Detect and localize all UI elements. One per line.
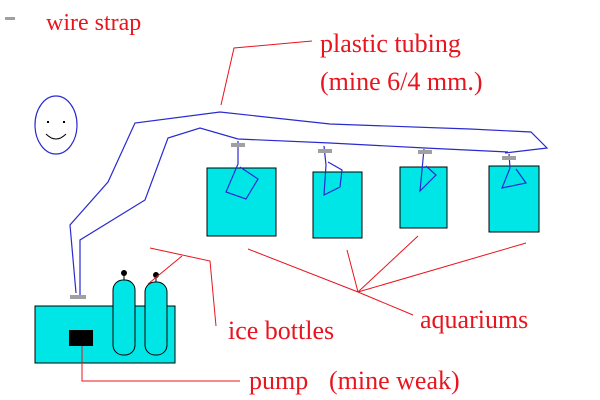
plastic-tubing-label: plastic tubing — [320, 29, 461, 58]
pump-note: (mine weak) — [329, 366, 460, 395]
plastic-tubing-note: (mine 6/4 mm.) — [320, 67, 482, 96]
ice-bottles-label: ice bottles — [228, 316, 334, 345]
pump-label: pump — [249, 366, 308, 395]
leader-lines — [81, 40, 527, 382]
plastic-tubing — [69, 111, 549, 295]
wire-strap-label: wire strap — [46, 10, 141, 36]
wire-strap-marker — [70, 143, 516, 299]
pump-icon — [69, 330, 93, 346]
aquarium-tank — [488, 165, 540, 233]
aquarium-tank — [206, 167, 277, 237]
aquarium-tank — [399, 166, 448, 229]
aquarium-tank — [312, 171, 363, 239]
aquariums-label: aquariums — [420, 305, 528, 334]
ice-bottle — [144, 272, 168, 356]
wire-strap-legend-swatch — [5, 17, 15, 20]
smiley-face-icon — [34, 95, 78, 155]
ice-bottle — [112, 270, 136, 356]
